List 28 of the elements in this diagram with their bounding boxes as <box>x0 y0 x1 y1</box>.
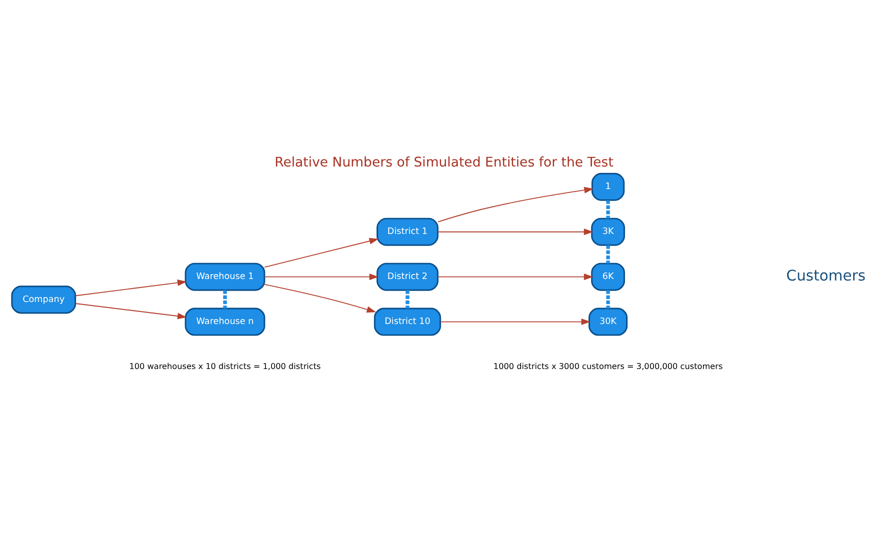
node-box: Company <box>11 286 76 314</box>
arrow <box>437 274 594 280</box>
arrow <box>264 284 376 313</box>
connector <box>606 245 610 264</box>
node-box: 1 <box>591 172 625 201</box>
arrow <box>440 318 591 326</box>
connector <box>223 290 227 308</box>
connector <box>606 200 610 218</box>
label: Customers <box>786 268 866 285</box>
diagram-title: Relative Numbers of Simulated Entities for the Test <box>274 156 614 171</box>
node-box: Warehouse 1 <box>184 262 266 291</box>
arrow <box>437 186 594 222</box>
node-box: 6K <box>591 262 626 291</box>
arrow <box>264 274 379 280</box>
node-box: District 2 <box>376 262 438 291</box>
node-box: 30K <box>588 308 628 336</box>
label: 100 warehouses x 10 districts = 1,000 districts <box>129 360 321 371</box>
node-box: Warehouse n <box>184 308 266 336</box>
connector <box>406 290 410 308</box>
arrow <box>75 280 187 296</box>
arrow <box>75 303 187 320</box>
arrow <box>437 228 594 236</box>
node-box: District 1 <box>376 218 438 246</box>
label: 1000 districts x 3000 customers = 3,000,000 customers <box>493 360 723 371</box>
connector <box>606 290 610 308</box>
node-box: District 10 <box>374 308 442 336</box>
node-box: 3K <box>591 218 626 246</box>
arrow <box>264 238 379 268</box>
